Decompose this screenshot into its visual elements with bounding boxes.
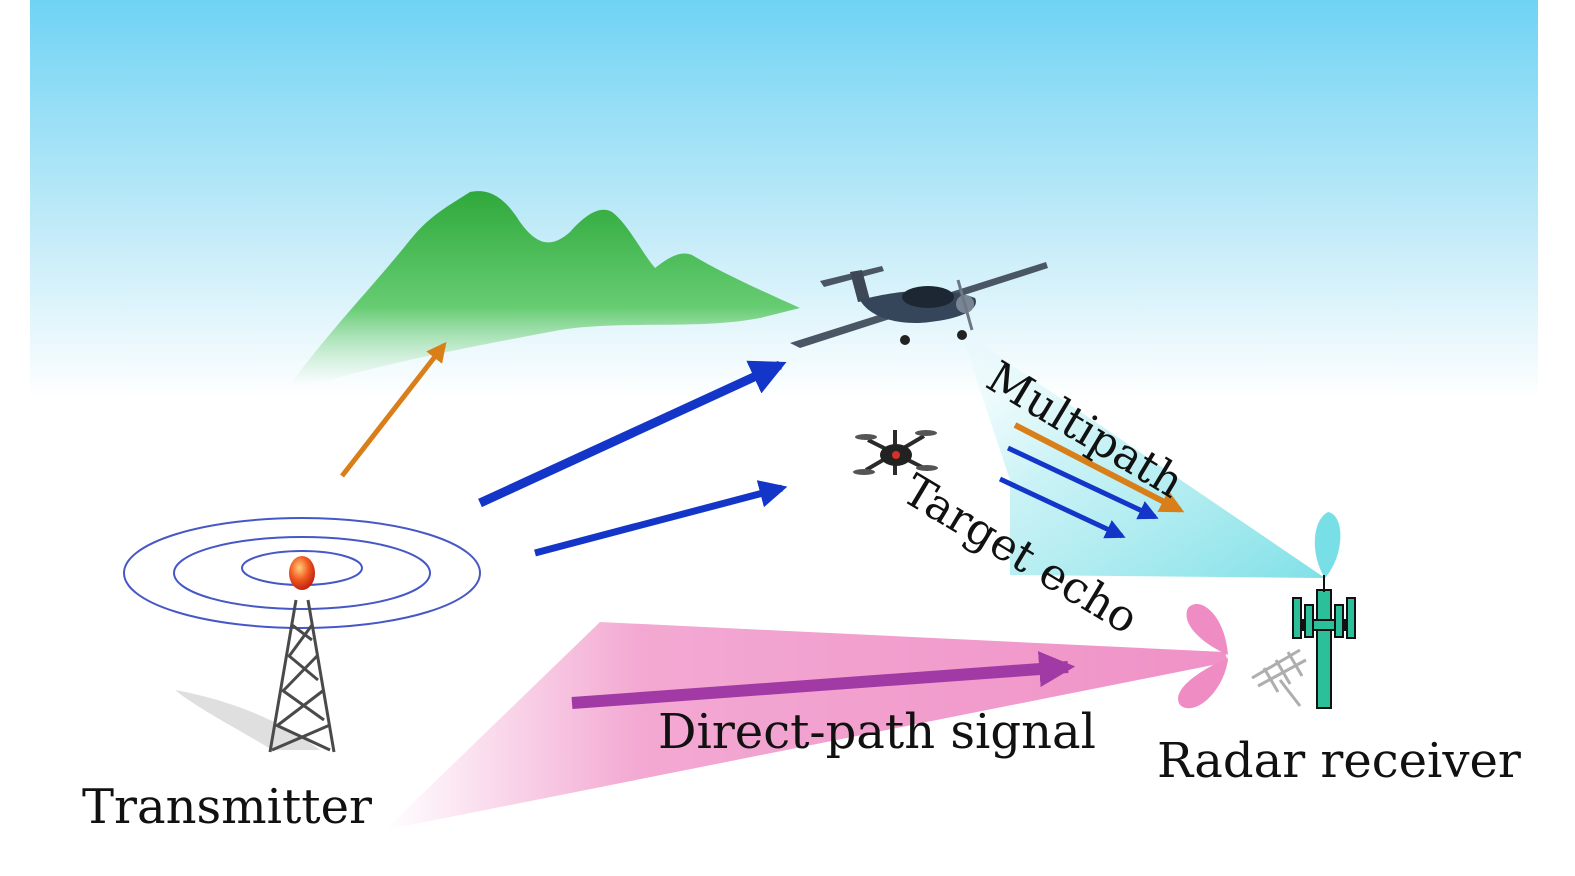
sky-background [30,0,1538,400]
transmitter-label: Transmitter [82,779,372,835]
mountain-icon [290,191,800,385]
radar-receiver-label: Radar receiver [1157,733,1521,789]
direct-path-arrow [571,651,1076,709]
radar-receiver-icon [1292,575,1356,709]
blue-arrow-to-drone [534,480,788,557]
drone-icon [853,430,938,475]
transmitter-tower-icon [175,556,336,753]
orange-arrow-to-mountain [340,341,447,478]
transmitter-bulb [289,556,315,590]
blue-arrow-to-airplane [478,360,787,508]
multipath-arrow [1013,422,1185,513]
receiver-pink-lobe [1178,604,1228,709]
direct-path-label: Direct-path signal [658,704,1096,760]
echo-beam [960,330,1325,578]
receiver-cyan-lobe [1314,512,1341,578]
airplane-icon [790,262,1048,348]
satellite-icon [1251,648,1307,707]
echo-arrow-2 [998,476,1126,539]
transmitter-rings [123,517,481,629]
echo-arrow-1 [1006,445,1159,520]
